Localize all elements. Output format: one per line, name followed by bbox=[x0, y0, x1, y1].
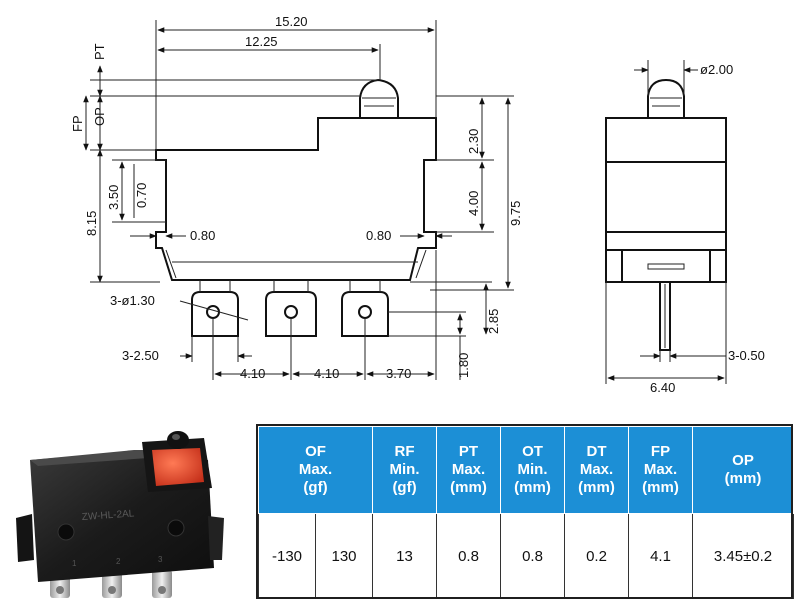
label-pitch-1: 4.10 bbox=[240, 366, 265, 381]
value-fp: 4.1 bbox=[628, 513, 694, 599]
label-fp: FP bbox=[70, 115, 85, 132]
value-dt: 0.2 bbox=[564, 513, 630, 599]
label-cutout-depth: 0.70 bbox=[134, 183, 149, 208]
front-view-labels: 15.20 12.25 PT OP FP 8.15 3.50 0.70 0.80… bbox=[70, 14, 523, 381]
header-op: OP(mm) bbox=[692, 426, 795, 514]
dimension-drawing: 15.20 12.25 PT OP FP 8.15 3.50 0.70 0.80… bbox=[70, 14, 765, 395]
value-op: 3.45±0.2 bbox=[692, 513, 795, 599]
spec-table-value-row: -130 130 13 0.8 0.8 0.2 4.1 3.45±0.2 bbox=[258, 513, 795, 599]
value-pt: 0.8 bbox=[436, 513, 502, 599]
terminals bbox=[191, 280, 389, 337]
label-total-length: 15.20 bbox=[275, 14, 308, 29]
label-pt: PT bbox=[92, 43, 107, 60]
label-left-step: 0.80 bbox=[190, 228, 215, 243]
label-actuator-diameter: ø2.00 bbox=[700, 62, 733, 77]
label-top-step: 2.30 bbox=[466, 129, 481, 154]
value-of-min: -130 bbox=[258, 513, 316, 599]
photo-pin-2-label: 2 bbox=[116, 557, 121, 566]
side-view-dimensions bbox=[605, 60, 727, 384]
value-rf: 13 bbox=[372, 513, 438, 599]
label-width: 6.40 bbox=[650, 380, 675, 395]
label-pin-thickness: 3-0.50 bbox=[728, 348, 765, 363]
label-overall-height: 9.75 bbox=[508, 201, 523, 226]
label-actuator-position: 12.25 bbox=[245, 34, 278, 49]
photo-pin-3-label: 3 bbox=[158, 555, 163, 564]
label-terminal-hole: 3-ø1.30 bbox=[110, 293, 155, 308]
value-ot: 0.8 bbox=[500, 513, 566, 599]
label-terminal-tab: 1.80 bbox=[456, 353, 471, 378]
label-edge-to-terminal: 3.70 bbox=[386, 366, 411, 381]
label-right-cutout: 4.00 bbox=[466, 191, 481, 216]
photo-pin-1-label: 1 bbox=[72, 559, 77, 568]
side-view-outline bbox=[605, 78, 727, 351]
label-terminal-height: 2.85 bbox=[486, 309, 501, 334]
front-view-dimensions bbox=[83, 20, 514, 380]
product-photo: ZW-HL-2AL 1 2 3 bbox=[16, 431, 224, 598]
label-pitch-2: 4.10 bbox=[314, 366, 339, 381]
side-view-labels: ø2.00 3-0.50 6.40 bbox=[650, 62, 765, 395]
label-cutout-height: 3.50 bbox=[106, 185, 121, 210]
photo-body-marking: ZW-HL-2AL bbox=[81, 508, 135, 523]
label-right-step: 0.80 bbox=[366, 228, 391, 243]
label-terminal-width: 3-2.50 bbox=[122, 348, 159, 363]
value-of-max: 130 bbox=[314, 513, 374, 599]
label-base-height: 8.15 bbox=[84, 211, 99, 236]
label-op: OP bbox=[92, 107, 107, 126]
front-view-outline bbox=[155, 78, 437, 281]
